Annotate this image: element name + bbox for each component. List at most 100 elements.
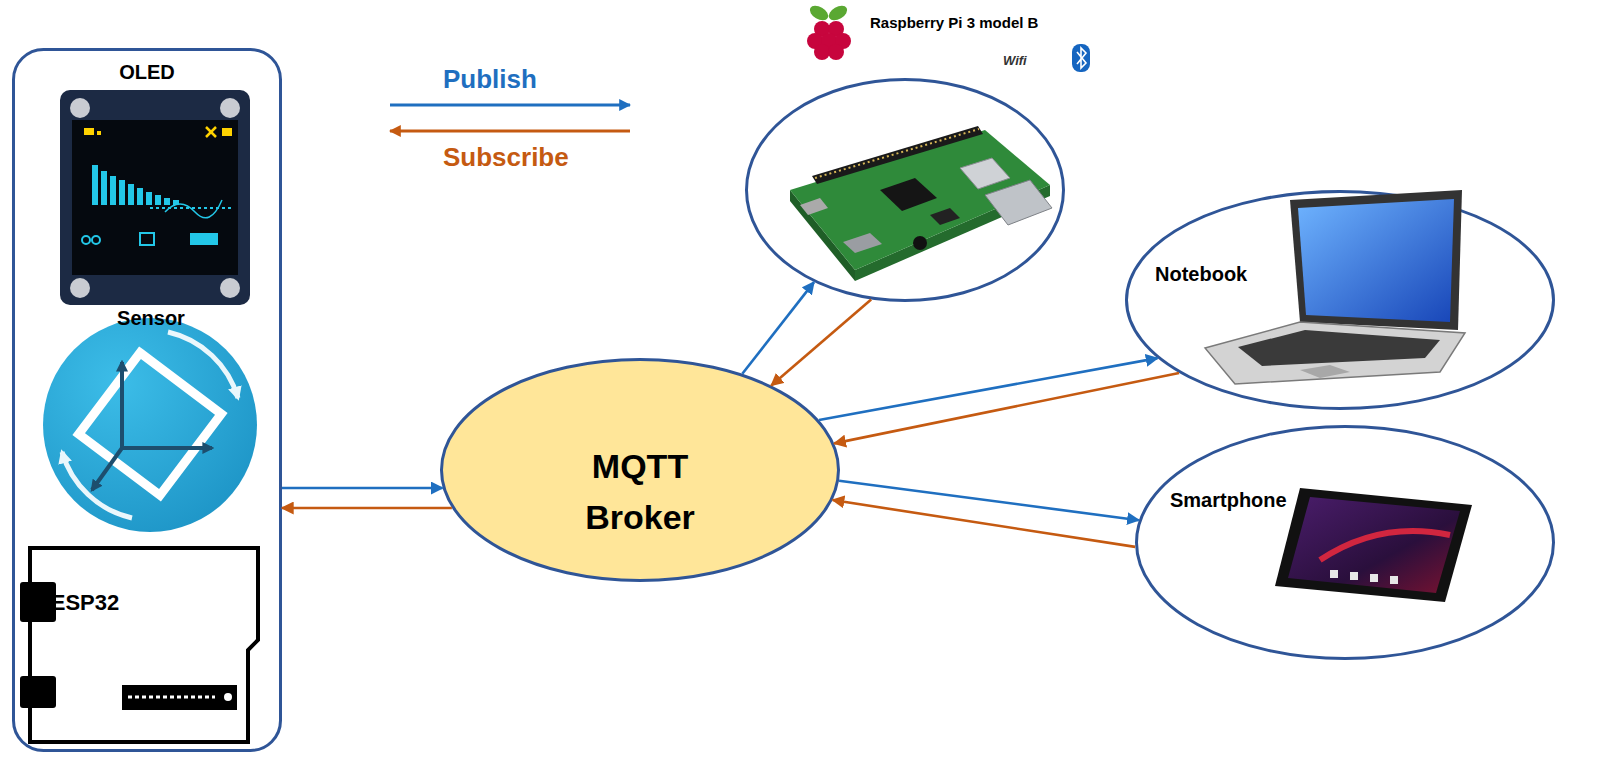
node-label: Raspberry Pi 3 model B bbox=[870, 14, 1038, 32]
publish-arrow bbox=[282, 487, 443, 490]
node-label: Notebook bbox=[1155, 262, 1247, 286]
raspberry-logo bbox=[807, 21, 851, 60]
raspberry-pi-board bbox=[960, 158, 1010, 189]
bluetooth-symbol bbox=[1072, 44, 1090, 72]
raspberry-logo bbox=[807, 3, 851, 60]
node-label: Smartphone bbox=[1170, 488, 1287, 512]
legend-arrow-samples bbox=[390, 105, 630, 131]
bluetooth-symbol bbox=[1072, 44, 1090, 72]
ellipse-outline bbox=[747, 80, 1064, 301]
laptop bbox=[1300, 365, 1350, 378]
subscribe-arrow bbox=[282, 507, 452, 510]
sensor-icon bbox=[92, 448, 122, 490]
oled-module bbox=[128, 184, 134, 205]
esp32-board bbox=[20, 548, 258, 742]
legend-item: Publish bbox=[443, 64, 537, 95]
raspberry-logo bbox=[807, 3, 830, 23]
esp32-board bbox=[30, 548, 258, 742]
rounded-outline bbox=[14, 50, 281, 751]
oled-module bbox=[220, 278, 240, 298]
sensor-icon bbox=[122, 446, 212, 450]
wireless-label: Wifi bbox=[1003, 53, 1027, 69]
esp32-board bbox=[20, 676, 56, 708]
ellipse-outline bbox=[1137, 427, 1554, 659]
smartphone bbox=[1275, 488, 1472, 602]
raspberry-pi-board bbox=[843, 233, 882, 253]
smartphone bbox=[1350, 572, 1358, 580]
oled-module bbox=[137, 188, 143, 205]
oled-module bbox=[84, 128, 94, 135]
sensor-icon bbox=[43, 318, 257, 532]
raspberry-logo bbox=[814, 44, 830, 60]
raspberry-pi-board bbox=[800, 198, 828, 215]
esp32-board bbox=[28, 622, 32, 676]
legend-arrow-samples bbox=[390, 130, 630, 133]
raspberry-pi-board bbox=[913, 236, 927, 250]
legend-item: Subscribe bbox=[443, 142, 569, 173]
subscribe-arrow bbox=[834, 373, 1179, 443]
oled-module bbox=[119, 180, 125, 205]
oled-module bbox=[110, 176, 116, 205]
broker-ellipse: MQTT Broker bbox=[440, 358, 840, 582]
oled-module bbox=[101, 171, 107, 205]
publish-arrow bbox=[839, 481, 1139, 520]
oled-module bbox=[164, 198, 170, 205]
node-label: OLED bbox=[12, 60, 282, 84]
oled-module bbox=[140, 233, 154, 245]
smartphone bbox=[1330, 570, 1338, 578]
esp32-board bbox=[122, 685, 237, 710]
ellipse-outline bbox=[1127, 192, 1554, 409]
oled-module bbox=[146, 192, 152, 205]
oled-module bbox=[92, 165, 179, 205]
raspberry-logo bbox=[826, 3, 849, 23]
oled-module bbox=[165, 200, 222, 218]
oled-module bbox=[70, 98, 90, 118]
smartphone bbox=[1288, 497, 1460, 593]
bluetooth-symbol bbox=[1077, 48, 1086, 68]
oled-module bbox=[60, 90, 250, 305]
smartphone bbox=[1275, 488, 1472, 602]
oled-module bbox=[155, 195, 161, 205]
esp32-board bbox=[224, 693, 232, 701]
oled-module bbox=[206, 127, 216, 137]
legend-text: Subscribe bbox=[443, 142, 569, 172]
oled-module bbox=[206, 127, 216, 137]
oled-module bbox=[72, 120, 238, 275]
oled-module bbox=[60, 90, 250, 305]
esp32-board bbox=[128, 696, 215, 699]
smartphone bbox=[1390, 576, 1398, 584]
sensor-icon bbox=[120, 362, 124, 448]
raspberry-pi-board bbox=[930, 208, 960, 225]
raspberry-logo bbox=[828, 44, 844, 60]
sensor-icon bbox=[43, 318, 257, 532]
node-label: ESP32 bbox=[40, 590, 130, 616]
oled-module bbox=[190, 233, 218, 245]
legend-arrow-samples bbox=[390, 104, 630, 107]
smartphone bbox=[1330, 570, 1398, 584]
node-label: Sensor bbox=[16, 306, 286, 330]
sensor-icon bbox=[69, 343, 232, 506]
oled-module bbox=[70, 278, 90, 298]
smartphone bbox=[1320, 531, 1450, 560]
node-label: MQTT Broker bbox=[570, 441, 710, 543]
oled-module bbox=[92, 165, 98, 205]
oled-module bbox=[82, 236, 90, 244]
subscribe-arrow bbox=[833, 500, 1135, 547]
smartphone bbox=[1370, 574, 1378, 582]
laptop bbox=[1238, 330, 1440, 366]
ellipse-outline bbox=[442, 360, 839, 581]
oled-module bbox=[97, 131, 101, 135]
raspberry-pi-board bbox=[880, 178, 937, 211]
oled-module bbox=[220, 98, 240, 118]
publish-arrow bbox=[742, 282, 814, 374]
oled-module bbox=[222, 128, 232, 136]
sensor-icon bbox=[168, 332, 238, 398]
esp32-board bbox=[20, 582, 56, 622]
laptop bbox=[1298, 199, 1454, 322]
oled-module bbox=[92, 236, 100, 244]
legend-text: Publish bbox=[443, 64, 537, 94]
subscribe-arrow bbox=[771, 299, 871, 385]
